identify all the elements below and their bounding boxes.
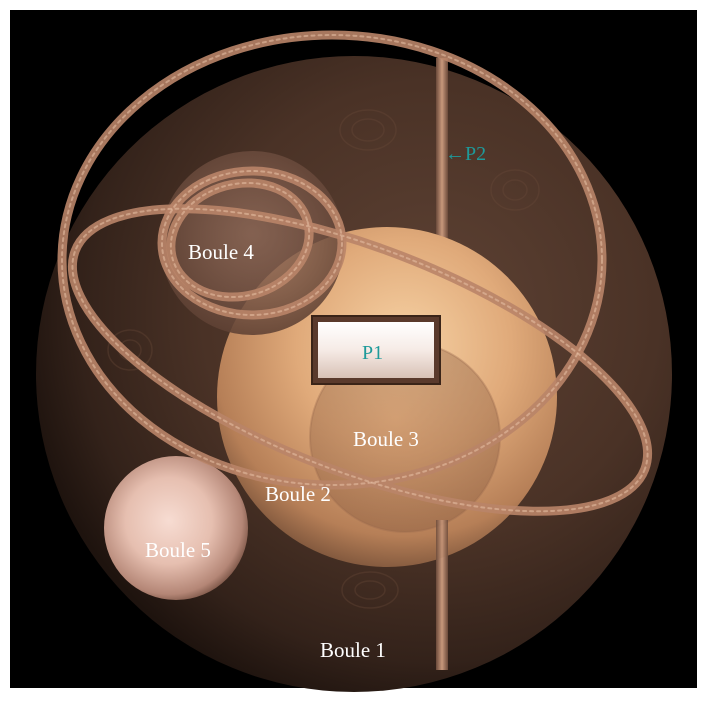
boule-5-label: Boule 5 [145,538,211,562]
p1-label: P1 [362,342,383,364]
boule-2-label: Boule 2 [265,482,331,506]
p2-label: ←P2 [445,143,486,165]
boule-3-label: Boule 3 [353,427,419,451]
p2-rod-lower [436,520,448,670]
boule-4-label: Boule 4 [188,240,254,264]
boule-1-label: Boule 1 [320,638,386,662]
boule-5-sphere [104,456,248,600]
